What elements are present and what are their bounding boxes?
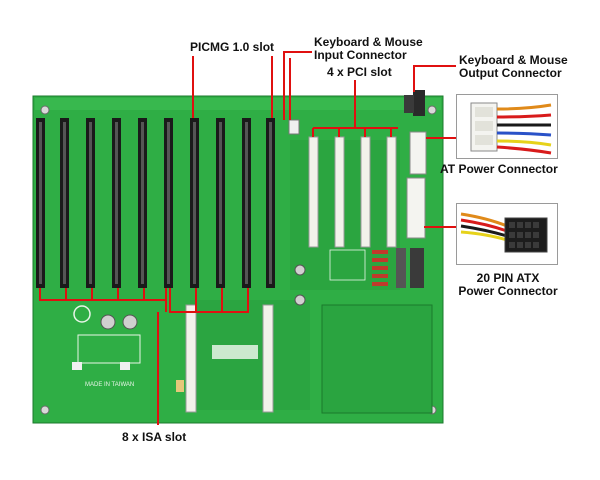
silkscreen-made-in: MADE IN TAIWAN [85, 382, 134, 388]
atx-power-label-line1: 20 PIN ATX [476, 271, 540, 285]
kb-mouse-input-label-line2: Input Connector [314, 48, 407, 62]
isa-slot-label: 8 x ISA slot [122, 430, 187, 444]
isa-slot-group [36, 118, 275, 288]
at-power-label: AT Power Connector [440, 162, 558, 176]
isa-callout-line-right [169, 288, 249, 313]
isa-callout-line-left [39, 288, 167, 301]
atx-power-cable-icon [460, 212, 548, 253]
kb-mouse-input-label: Keyboard & Mouse Input Connector [314, 36, 423, 62]
kb-input-callout-line [283, 51, 312, 120]
at-power-photo [456, 94, 558, 159]
kb-mouse-output-label-line2: Output Connector [459, 66, 562, 80]
kb-mouse-input-label-line1: Keyboard & Mouse [314, 35, 423, 49]
kb-output-callout-line [413, 65, 456, 92]
pci-slot-label: 4 x PCI slot [327, 65, 392, 79]
at-power-cable-icon [470, 102, 552, 155]
atx-power-label: 20 PIN ATX Power Connector [446, 272, 570, 298]
picmg-bottom-slots [185, 304, 274, 413]
isa-callout-line-down [157, 300, 167, 425]
atx-power-photo [456, 203, 558, 265]
atx-power-label-line2: Power Connector [458, 284, 558, 298]
kb-mouse-output-label-line1: Keyboard & Mouse [459, 53, 568, 67]
kb-mouse-output-label: Keyboard & Mouse Output Connector [459, 54, 568, 80]
picmg-slot-label: PICMG 1.0 slot [190, 40, 275, 54]
backplane-board [32, 90, 444, 424]
pci-callout-line [312, 80, 398, 137]
callout-lines [39, 51, 456, 425]
